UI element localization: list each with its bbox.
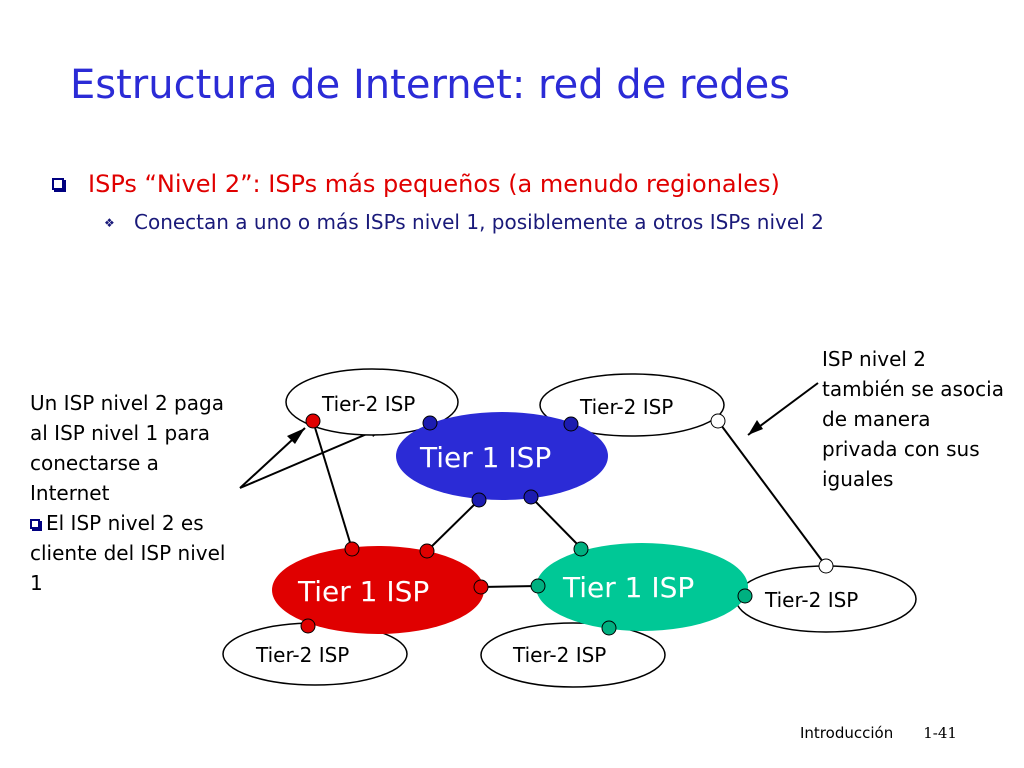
note-left: Un ISP nivel 2 paga al ISP nivel 1 para … xyxy=(30,388,240,598)
tier2-ellipse-bottom-middle xyxy=(480,622,666,688)
bullet-sub-text: Conectan a uno o más ISPs nivel 1, posib… xyxy=(134,210,824,234)
page-number: 1-41 xyxy=(923,724,957,742)
tier2-ellipse-top-left xyxy=(285,368,459,436)
bullet-main-text: ISPs “Nivel 2”: ISPs más pequeños (a men… xyxy=(88,170,780,198)
tier1-ellipse-blue xyxy=(396,412,608,500)
router-dot-blue xyxy=(523,489,539,505)
tier1-ellipse-red xyxy=(272,546,484,634)
link-blue-to-red xyxy=(426,499,480,552)
note-left-paragraph-1: Un ISP nivel 2 paga al ISP nivel 1 para … xyxy=(30,391,224,505)
tier1-label-green: Tier 1 ISP xyxy=(562,571,694,604)
footer: Introducción 1-41 xyxy=(800,724,957,742)
router-dot-blue xyxy=(422,415,438,431)
tier1-ellipse-green xyxy=(536,543,748,631)
link-red-to-green xyxy=(480,585,539,588)
slide-title: Estructura de Internet: red de redes xyxy=(70,62,791,108)
arrowhead-1 xyxy=(287,428,305,444)
checkbox-bullet-icon xyxy=(30,519,40,529)
router-dot-blue xyxy=(471,492,487,508)
router-dot-red xyxy=(473,579,489,595)
router-dot-blue xyxy=(563,416,579,432)
note-right: ISP nivel 2 también se asocia de manera … xyxy=(822,347,1004,491)
note-left-paragraph-2: El ISP nivel 2 es cliente del ISP nivel … xyxy=(30,508,240,598)
router-dot-red xyxy=(344,541,360,557)
router-dot-green xyxy=(530,578,546,594)
router-dot-green xyxy=(573,541,589,557)
router-dot-red xyxy=(305,413,321,429)
tier2-label-top-left: Tier-2 ISP xyxy=(321,392,415,416)
router-dot-white xyxy=(710,413,726,429)
link-tier2-peering xyxy=(717,420,827,567)
router-dot-red xyxy=(300,618,316,634)
tier2-label-bottom-left: Tier-2 ISP xyxy=(255,643,349,667)
bullet-sub: ❖ Conectan a uno o más ISPs nivel 1, pos… xyxy=(104,210,824,234)
diamond-bullet-icon: ❖ xyxy=(104,216,115,230)
router-dot-green xyxy=(601,620,617,636)
bullet-main: ISPs “Nivel 2”: ISPs más pequeños (a men… xyxy=(52,170,780,198)
tier1-label-blue: Tier 1 ISP xyxy=(419,441,551,474)
link-blue-to-green xyxy=(530,496,582,549)
note-left-paragraph-2-text: El ISP nivel 2 es cliente del ISP nivel … xyxy=(30,511,226,595)
router-dot-green xyxy=(737,588,753,604)
router-dot-red xyxy=(419,543,435,559)
tier2-label-top-right: Tier-2 ISP xyxy=(579,395,673,419)
tier1-label-red: Tier 1 ISP xyxy=(297,575,429,608)
tier2-label-right: Tier-2 ISP xyxy=(764,588,858,612)
tier2-label-bottom-middle: Tier-2 ISP xyxy=(512,643,606,667)
arrowhead-3 xyxy=(748,420,763,435)
footer-text: Introducción xyxy=(800,724,894,742)
router-dot-white xyxy=(818,558,834,574)
checkbox-bullet-icon xyxy=(52,178,64,190)
tier2-ellipse-top-right xyxy=(539,373,725,437)
link-red-tier2-to-red-tier1 xyxy=(312,420,353,550)
